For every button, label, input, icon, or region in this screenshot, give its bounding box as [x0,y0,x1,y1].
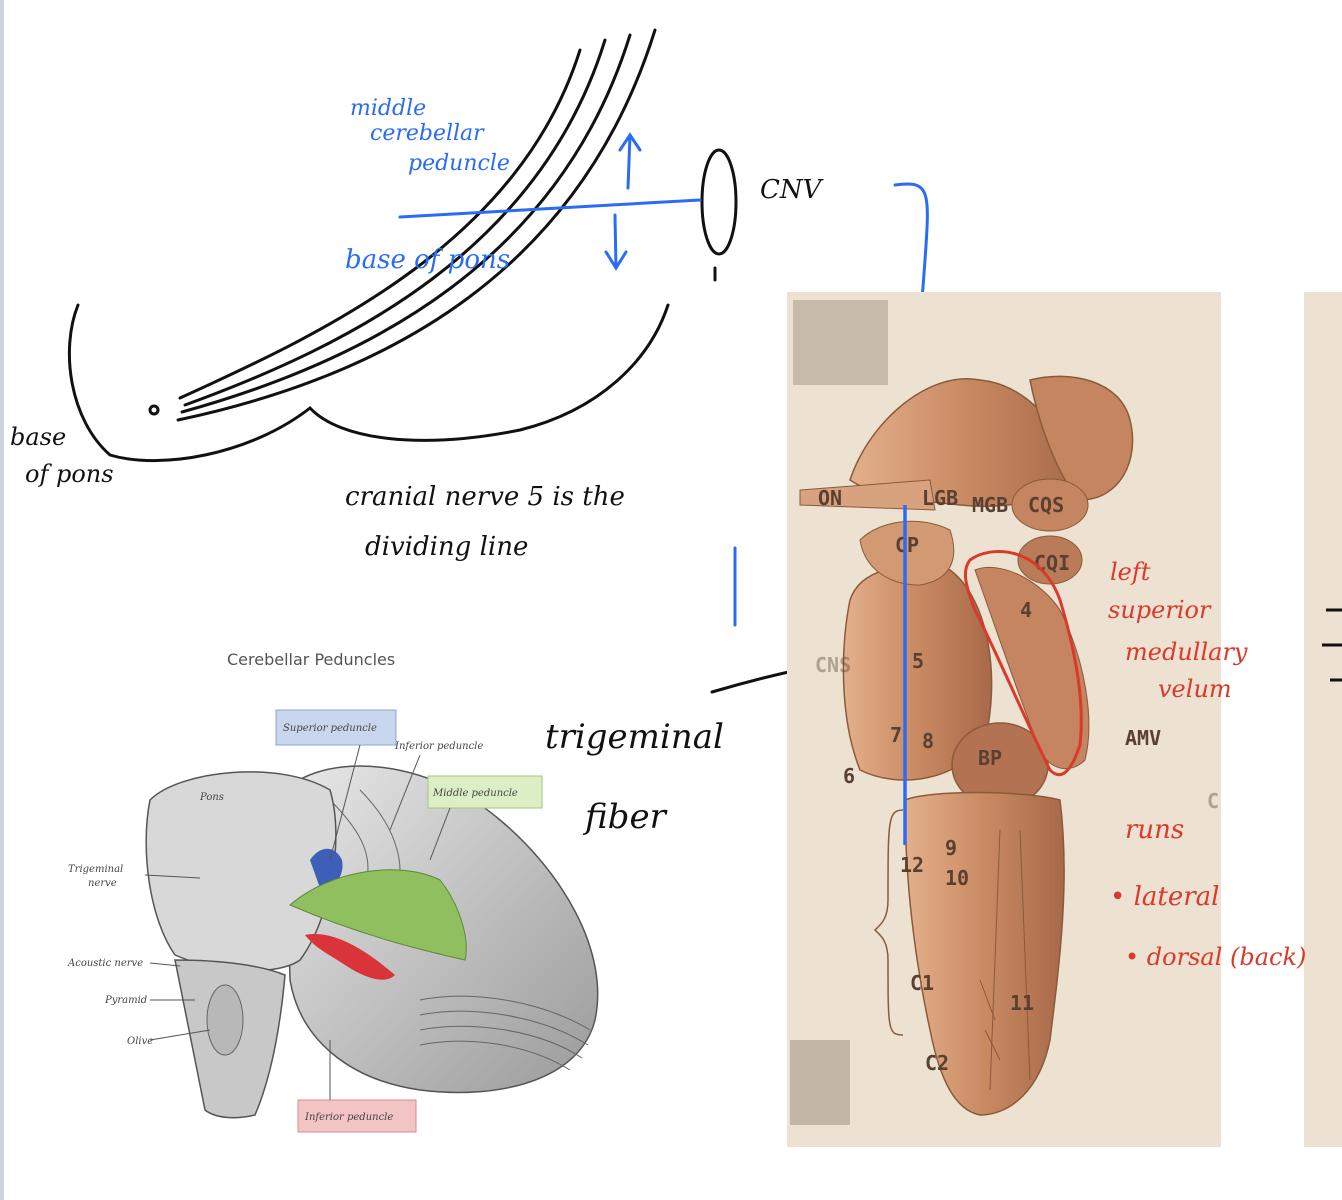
trigeminal-nerve-label-2: nerve [88,878,117,889]
label-c2: C2 [925,1051,949,1075]
superior-peduncle-shape [310,848,343,889]
inferior-peduncle-box [297,1099,417,1133]
fiber-line-2 [183,38,607,407]
middle-peduncle-shape [289,869,467,961]
trigeminal-nerve-label-1: Trigeminal [68,864,123,875]
pons-sketch [67,28,738,463]
label-7: 7 [890,723,902,747]
inferior-peduncle-bottom-label: Inferior peduncle [304,1112,393,1123]
medulla-striations [979,829,1031,1091]
label-c: C [1207,789,1219,813]
annot-lateral: • lateral [1110,882,1220,912]
label-12: 12 [900,853,924,877]
inferior-colliculus [1017,535,1083,585]
superior-peduncle-label: Superior peduncle [283,723,377,734]
window-edge [0,0,4,1200]
base-label-1: base [10,423,66,451]
annot-runs: runs [1125,815,1184,845]
brainstem-plate: ON LGB MGB CQS CQI CP 4 5 7 8 6 BP AMV 1… [787,292,1221,1147]
annot-medullary: medullary [1125,638,1248,666]
superior-cerebellar-peduncle [974,566,1090,770]
middle-label-3: peduncle [408,151,510,176]
dividing-label-1: cranial nerve 5 is the [345,482,625,512]
pulvinar [1029,375,1134,501]
label-cp: CP [895,533,919,557]
pons-gray [145,771,337,972]
middle-label-2: cerebellar [370,121,485,146]
label-on: ON [818,486,842,510]
label-amv: AMV [1125,726,1161,750]
plate-bracket [873,809,904,1036]
up-arrow [618,132,642,190]
middle-label-1: middle [350,96,426,121]
fiber-line-4 [176,28,657,422]
cnv-oval [700,148,738,256]
leader-lines [144,744,451,1100]
pons-outline [67,303,670,463]
label-cqs: CQS [1028,493,1064,517]
label-lgb: LGB [922,486,958,510]
base-of-pons-blue-label: base of pons [345,245,510,275]
annot-dorsal: • dorsal (back) [1125,943,1306,971]
adjacent-plate-edge [1304,292,1342,1147]
medulla-plate [904,791,1065,1116]
superior-colliculus [1011,478,1089,532]
label-10: 10 [945,866,969,890]
olive-label: Olive [127,1036,153,1047]
acoustic-nerve-label: Acoustic nerve [67,958,143,969]
annot-superior: superior [1108,596,1212,624]
label-9: 9 [945,836,957,860]
cnv-label: CNV [760,175,824,205]
inferior-peduncle-top-label: Inferior peduncle [394,741,483,752]
trigeminal-label-1: trigeminal [545,717,724,757]
superior-peduncle-box [275,709,397,746]
down-arrow [604,213,628,271]
middle-peduncle-box [427,775,543,809]
red-velum-outline [963,549,1083,777]
label-cqi: CQI [1034,551,1070,575]
tape-top [793,300,888,385]
fiber-line-3 [180,33,632,414]
pyramid-label: Pyramid [104,995,147,1006]
fiber-line-1 [178,48,582,400]
optic-nerve [799,479,936,511]
cerebellar-peduncles-figure: Cerebellar Peduncles Pons Superior pedun… [67,650,599,1133]
cerebral-peduncle [859,520,955,586]
label-c1: C1 [910,971,934,995]
base-label-2: of pons [25,460,114,488]
annot-left: left [1110,558,1151,586]
tape-bottom [790,1040,850,1125]
middle-peduncle-label: Middle peduncle [432,788,518,799]
dividing-line [398,198,702,219]
label-4: 4 [1020,598,1032,622]
label-11: 11 [1010,991,1034,1015]
small-circle-marker [148,404,160,416]
label-8: 8 [922,729,934,753]
label-6: 6 [843,764,855,788]
pons-gray-label: Pons [199,792,224,803]
label-bp: BP [978,746,1002,770]
label-5: 5 [912,649,924,673]
dividing-label-2: dividing line [365,532,528,562]
label-cns: CNS [815,653,851,677]
annot-velum: velum [1158,675,1232,703]
olive-shape [206,984,244,1056]
trigeminal-label-2: fiber [582,797,668,837]
inferior-peduncle-shape [305,934,395,980]
figure-title: Cerebellar Peduncles [227,650,395,669]
label-mgb: MGB [972,493,1008,517]
